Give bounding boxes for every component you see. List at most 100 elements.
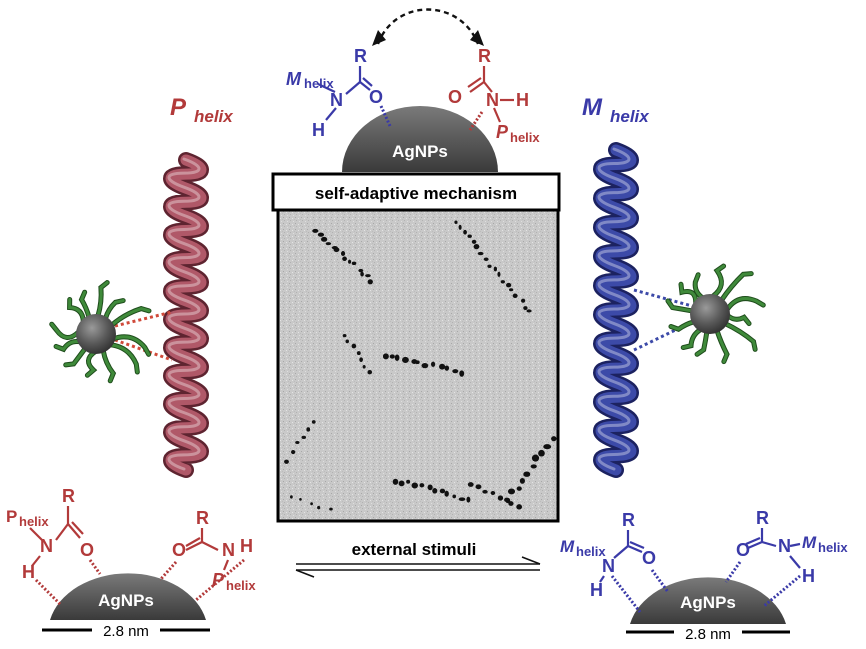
tem-particle: [421, 363, 429, 369]
tem-particle: [439, 363, 446, 370]
m-helix-highlight: [597, 147, 631, 471]
right-ligand-strand: [723, 322, 757, 351]
tem-particle: [312, 228, 319, 233]
tem-particle: [521, 298, 526, 303]
tem-particle: [543, 444, 552, 450]
tr-H: H: [516, 90, 529, 110]
tem-particle: [477, 251, 484, 256]
tem-particle: [341, 251, 346, 257]
bl-amide-right: R O N H P helix: [172, 508, 256, 593]
tem-particle: [345, 339, 349, 344]
tem-particle: [507, 488, 516, 495]
right-np-core: [690, 294, 730, 334]
left-ligand-strand: [108, 343, 139, 374]
bl1-R: R: [62, 486, 75, 506]
p-helix-label: P helix: [170, 94, 234, 126]
tem-particle: [427, 484, 433, 491]
tem-particle: [509, 288, 514, 292]
tem-micrograph: [276, 203, 560, 523]
br2-H: H: [802, 566, 815, 586]
tem-particle: [463, 229, 467, 235]
tem-particle: [310, 502, 313, 506]
tem-particle: [490, 490, 496, 496]
left-ligand-strand: [111, 335, 151, 356]
tr-R: R: [478, 46, 491, 66]
tem-particle: [551, 436, 557, 442]
tem-particle: [342, 334, 347, 338]
p-helix-body: [165, 154, 207, 476]
p-helix-main: P: [170, 94, 187, 121]
m-helix-sub: helix: [610, 107, 650, 126]
tem-particle: [467, 234, 472, 238]
top-right-bonds: [467, 66, 514, 131]
right-np-links: [633, 288, 693, 352]
tr-helix: helix: [510, 130, 540, 145]
br2-O: O: [736, 540, 750, 560]
br1-H: H: [590, 580, 603, 600]
tem-particle: [301, 435, 307, 439]
br2-R: R: [756, 508, 769, 528]
m-helix-label: M helix: [582, 94, 650, 126]
left-ligand-outline: [109, 305, 152, 328]
tem-particle: [471, 239, 477, 244]
br2-helix: helix: [818, 540, 848, 555]
m-helix-coil: [593, 142, 639, 478]
tem-particle: [458, 497, 466, 502]
tem-particle: [530, 464, 537, 469]
tem-particle: [398, 480, 405, 487]
tem-particle: [497, 495, 504, 501]
equilibrium-arrows: [295, 556, 541, 578]
title-box: self-adaptive mechanism: [271, 172, 561, 212]
bl1-helix: helix: [19, 514, 49, 529]
bottom-left-agnps: AgNPs 2.8 nm: [42, 573, 210, 640]
p-helix-highlight: [167, 157, 201, 471]
tem-particle: [411, 482, 418, 489]
br-amide-right-bonds: [724, 528, 801, 608]
right-ligand-strand: [720, 272, 753, 302]
right-ligand-strand: [715, 329, 729, 364]
right-nanoparticle: [633, 263, 766, 365]
tem-particle: [531, 454, 540, 462]
tem-particle: [367, 369, 373, 375]
tem-particle: [523, 306, 528, 311]
br-amide-right: R O N M helix H: [736, 508, 848, 586]
tem-particle: [291, 449, 296, 455]
tem-particle: [439, 488, 446, 494]
tem-particle: [306, 427, 311, 432]
bl2-N: N: [222, 540, 235, 560]
br1-R: R: [622, 510, 635, 530]
tem-particle: [483, 257, 489, 262]
tem-particle: [358, 268, 364, 273]
br1-M: M: [560, 537, 575, 556]
br-amide-left: R M helix N O H: [560, 510, 656, 600]
tr-O: O: [448, 87, 462, 107]
right-ligand-strand: [666, 299, 694, 313]
tl-M: M: [286, 69, 302, 89]
right-ligands: [665, 263, 766, 365]
left-ligand-strand: [68, 298, 85, 323]
tem-particle: [459, 370, 465, 377]
tem-particle: [348, 259, 352, 264]
p-helix-coil: [163, 152, 209, 478]
tem-particle: [500, 280, 505, 284]
tem-particle: [538, 449, 545, 457]
tem-particle: [362, 364, 366, 369]
tem-particle: [519, 478, 525, 484]
bl-amide-right-bonds: [158, 528, 245, 602]
bl-agnps-label: AgNPs: [98, 591, 154, 610]
br-agnps-label: AgNPs: [680, 593, 736, 612]
tem-particle: [415, 360, 420, 365]
bl-amide-left-bonds: [29, 506, 102, 606]
tl-H: H: [312, 120, 325, 140]
tem-particle: [360, 271, 364, 277]
left-ligand-strand: [50, 322, 80, 339]
tem-particle: [467, 482, 474, 487]
tem-particle: [487, 264, 492, 268]
tem-particle: [497, 271, 501, 277]
right-ligand-strand: [711, 264, 726, 298]
left-ligand-strand: [85, 350, 97, 377]
tem-particle: [526, 309, 532, 313]
external-stimuli-label: external stimuli: [352, 540, 477, 559]
tem-particle: [473, 244, 480, 250]
